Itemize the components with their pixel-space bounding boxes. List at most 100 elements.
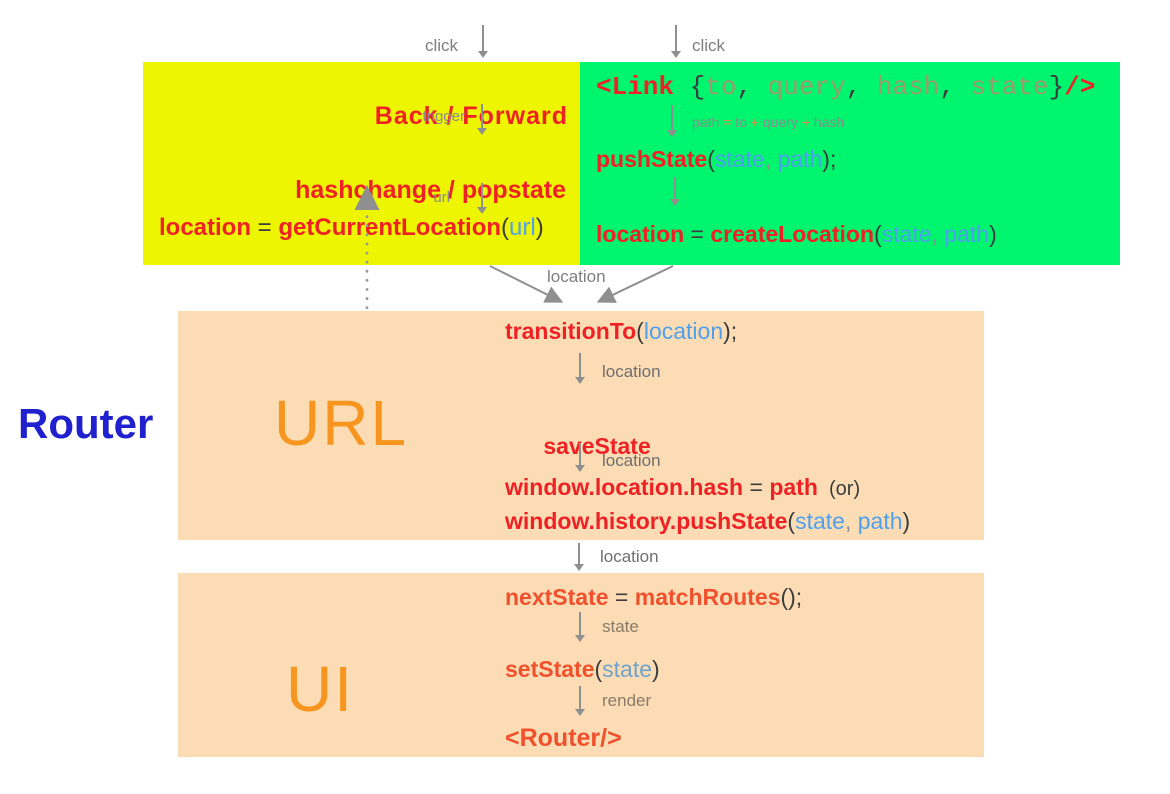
url-arrow-label: url xyxy=(433,189,450,206)
location-arrow-label: location xyxy=(602,362,661,381)
code-token: } xyxy=(1048,72,1065,102)
save-state-label: saveState xyxy=(543,432,651,459)
arrow-down-icon xyxy=(671,105,673,130)
arrow-down-icon xyxy=(481,104,483,128)
code-token: , xyxy=(845,72,877,102)
click-label-left: click xyxy=(424,36,458,55)
code-token: query xyxy=(767,72,846,102)
code-token: ( xyxy=(707,146,715,172)
history-events-box: Back / Forward trigger hashchange / pops… xyxy=(143,62,580,265)
window-history-pushstate-code: window.history.pushState(state, path) xyxy=(505,508,910,536)
hashchange-popstate-label: hashchange / popstate xyxy=(295,176,566,204)
router-label: Router xyxy=(18,400,154,447)
get-current-location-code: location = getCurrentLocation(url) xyxy=(159,214,544,243)
trigger-label: trigger xyxy=(422,108,465,125)
ui-big-label: UI xyxy=(286,653,354,725)
converge-arrow-right xyxy=(596,265,674,303)
code-token: = xyxy=(251,214,279,241)
code-token: ) xyxy=(535,214,544,241)
code-token: , xyxy=(764,146,778,172)
converge-location-label: location xyxy=(547,267,606,286)
arrow-down-icon xyxy=(579,443,581,465)
code-token: createLocation xyxy=(710,221,874,247)
path-formula-label: path = to + query + hash xyxy=(692,114,844,131)
code-token: state xyxy=(881,221,932,247)
code-token: hash xyxy=(876,72,940,102)
back-forward-text: Back / Forward xyxy=(327,71,568,161)
code-token: ) xyxy=(902,508,911,534)
arrow-down-icon xyxy=(578,543,580,564)
code-token: ) xyxy=(652,656,660,682)
code-token: path xyxy=(777,146,823,172)
code-token: ( xyxy=(874,221,882,247)
arrow-down-icon xyxy=(579,353,581,377)
code-token: , xyxy=(931,221,945,247)
create-location-code: location = createLocation(state, path) xyxy=(596,221,997,249)
code-token: location xyxy=(643,318,724,344)
code-token: (); xyxy=(780,584,803,610)
code-token: (or) xyxy=(817,478,861,500)
code-token: state xyxy=(970,72,1049,102)
code-token: url xyxy=(509,214,536,241)
code-token: nextState xyxy=(505,584,609,610)
link-jsx-code: <Link {to, query, hash, state}/> xyxy=(596,72,1095,103)
arrow-down-icon xyxy=(482,25,484,51)
code-token: path xyxy=(692,114,724,130)
code-token: to xyxy=(705,72,737,102)
code-token: state xyxy=(714,146,765,172)
code-token: hash xyxy=(813,114,845,130)
code-token: path xyxy=(944,221,990,247)
code-token: + xyxy=(801,114,814,130)
code-token: , xyxy=(736,72,768,102)
url-big-label: URL xyxy=(274,387,409,459)
code-token: transitionTo xyxy=(505,318,637,344)
location-arrow-label: location xyxy=(602,451,661,470)
code-token: window.location.hash xyxy=(505,474,744,500)
code-token: , xyxy=(939,72,971,102)
code-token: window.history.pushState xyxy=(505,508,788,534)
code-token: state xyxy=(602,656,653,682)
code-token: ( xyxy=(501,214,510,241)
code-token: ) xyxy=(989,221,997,247)
next-state-match-routes-code: nextState = matchRoutes(); xyxy=(505,584,802,612)
code-token: state xyxy=(795,508,845,534)
link-component-box: <Link {to, query, hash, state}/> path = … xyxy=(580,62,1120,265)
code-token: ); xyxy=(723,318,738,344)
code-token: ( xyxy=(594,656,603,682)
code-token: location xyxy=(596,221,685,247)
code-token: = xyxy=(608,584,635,610)
code-token: = xyxy=(723,114,736,130)
code-token: path xyxy=(857,508,903,534)
arrow-down-icon xyxy=(674,177,676,199)
push-state-code: pushState(state, path); xyxy=(596,146,836,174)
render-arrow-label: render xyxy=(602,691,652,710)
code-token: /> xyxy=(1064,72,1096,102)
set-state-code: setState(state) xyxy=(505,656,660,684)
location-arrow-label: location xyxy=(600,547,659,566)
code-token: { xyxy=(674,72,706,102)
code-token: = xyxy=(684,221,711,247)
arrow-down-icon xyxy=(675,25,677,51)
code-token: query xyxy=(762,114,802,130)
ui-stage-box: UI nextState = matchRoutes(); state setS… xyxy=(178,573,984,757)
arrow-down-icon xyxy=(579,612,581,635)
save-state-text: saveState xyxy=(505,405,651,488)
code-token: location xyxy=(159,214,252,241)
url-stage-box: URL transitionTo(location); location sav… xyxy=(178,311,984,540)
code-token: ( xyxy=(787,508,796,534)
click-label-right: click xyxy=(692,36,726,55)
code-token: to xyxy=(735,114,751,130)
code-token: matchRoutes xyxy=(634,584,781,610)
code-token: <Router/> xyxy=(505,724,622,752)
back-forward-label: Back / Forward xyxy=(374,102,568,130)
code-token: = xyxy=(743,474,770,500)
code-token: path xyxy=(769,474,818,500)
arrow-down-icon xyxy=(481,183,483,207)
code-token: getCurrentLocation xyxy=(278,214,502,241)
code-token: , xyxy=(844,508,858,534)
code-token: <Link xyxy=(596,72,675,102)
code-token: + xyxy=(750,114,763,130)
router-jsx-code: <Router/> xyxy=(505,723,622,753)
transition-to-code: transitionTo(location); xyxy=(505,318,737,346)
